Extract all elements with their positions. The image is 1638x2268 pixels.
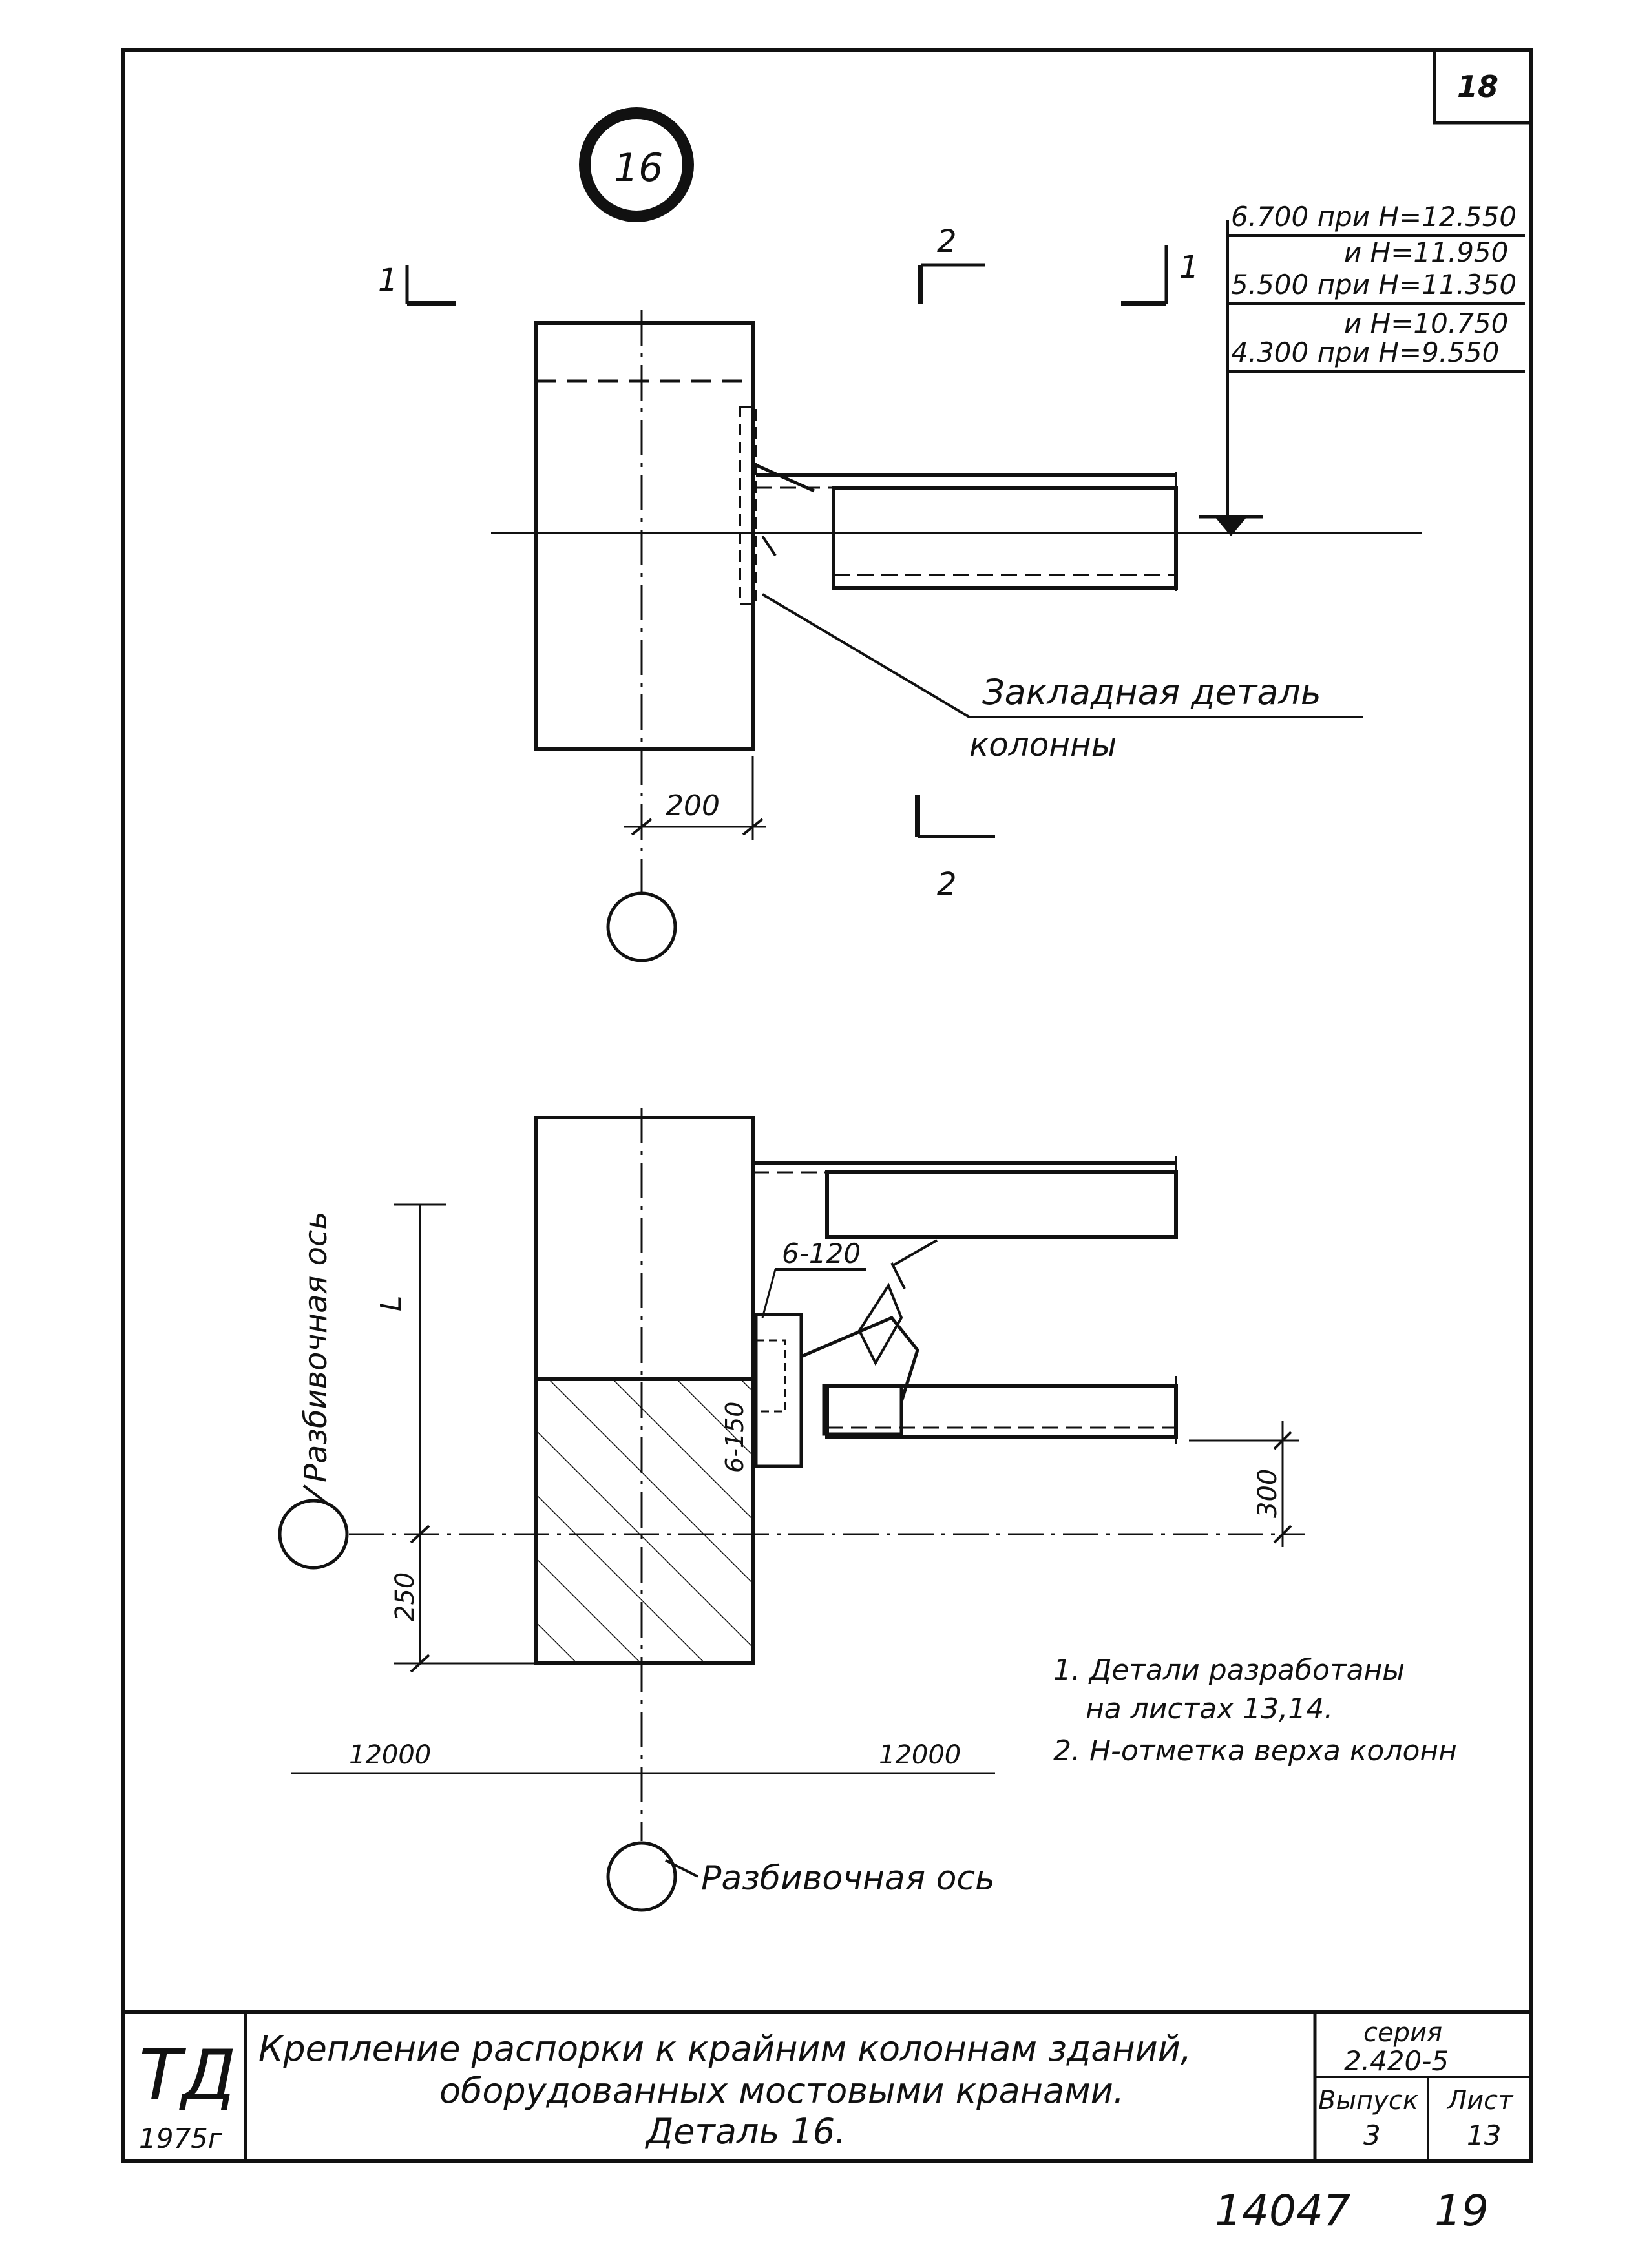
issue-value: 3: [1363, 2119, 1381, 2151]
bottom-axis-bubble: [606, 1841, 677, 1912]
sheet-frame: [121, 48, 1533, 2163]
section-cut-2-bottom: 2: [915, 795, 995, 902]
dim-L-text: L: [375, 1295, 408, 1311]
dim-200-text: 200: [666, 789, 720, 822]
title-block: ТД 1975г Крепление распорки к крайним ко…: [123, 2010, 1531, 2161]
dim-300-text: 300: [1253, 1469, 1283, 1518]
inventory-number: 14047: [1215, 2186, 1350, 2236]
sheet-value: 13: [1467, 2119, 1501, 2151]
elevation-row-3: 5.500 при Н=11.350: [1231, 269, 1517, 300]
notes: 1. Детали разработаны на листах 13,14. 2…: [1053, 1654, 1457, 1767]
sheet-number: 18: [1457, 69, 1498, 104]
detail-marker-number: 16: [614, 145, 663, 191]
page-number: 19: [1434, 2186, 1489, 2236]
cut-1-right-label: 1: [1179, 249, 1199, 286]
detail-marker: 16: [579, 107, 694, 222]
title-line-3: Деталь 16.: [645, 2111, 846, 2152]
cut-2-top-label: 2: [937, 224, 957, 260]
dim-12000-left-text: 12000: [349, 1740, 431, 1770]
plan-column: [534, 321, 755, 751]
section-cut-1-left: 1: [378, 262, 456, 306]
elevation-row-2: и Н=11.950: [1344, 236, 1508, 268]
dim-200: 200: [624, 756, 766, 840]
concrete-fill: [534, 1377, 755, 1665]
dim-L: L: [375, 1203, 446, 1663]
elevation-table: 6.700 при Н=12.550 и Н=11.950 5.500 при …: [1199, 201, 1525, 536]
note-2: 2. Н-отметка верха колонн: [1053, 1734, 1457, 1767]
left-axis-label: Разбивочная ось: [298, 1211, 334, 1483]
series-label: серия: [1363, 2018, 1442, 2048]
connection-plate: [754, 1313, 803, 1468]
dim-12000: 12000 12000: [291, 1740, 995, 1774]
left-axis-bubble: [278, 1499, 349, 1570]
title-line-2: оборудованных мостовыми кранами.: [439, 2070, 1124, 2111]
elevation-row-5: 4.300 при Н=9.550: [1231, 337, 1499, 368]
lower-strut: [825, 1384, 1178, 1439]
dim-12000-right-text: 12000: [879, 1740, 961, 1770]
plan-view: 1 1 2 2: [378, 224, 1422, 962]
sheet-label: Лист: [1446, 2086, 1514, 2116]
dim-300: 300: [1189, 1421, 1299, 1547]
elevation-row-1: 6.700 при Н=12.550: [1231, 201, 1517, 233]
note-1-cont: на листах 13,14.: [1086, 1692, 1333, 1725]
cut-1-left-label: 1: [378, 262, 398, 298]
dim-250: 250: [390, 1524, 536, 1673]
embedded-plate: [739, 406, 757, 605]
section-cut-2-top: 2: [918, 224, 985, 304]
bottom-axis-label: Разбивочная ось: [701, 1859, 995, 1898]
embedded-part-label-2: колонны: [969, 726, 1117, 764]
sheet-number-box: 18: [1433, 50, 1531, 125]
section-view: 6-120 6-150 L 250 300 Ра: [278, 1108, 1305, 1912]
embedded-part-leader: [761, 593, 1363, 718]
strut-channel: [832, 486, 1178, 590]
section-cut-1-right: 1: [1121, 245, 1199, 306]
issue-label: Выпуск: [1318, 2086, 1418, 2116]
title-line-1: Крепление распорки к крайним колоннам зд…: [258, 2028, 1192, 2069]
weld-label-6-120: 6-120: [782, 1238, 861, 1269]
level-marker-icon: [1215, 517, 1247, 536]
year: 1975г: [139, 2123, 223, 2154]
logo: ТД: [139, 2035, 236, 2116]
plan-axis-bubble: [606, 891, 677, 962]
note-1: 1. Детали разработаны: [1053, 1654, 1405, 1687]
elevation-row-4: и Н=10.750: [1344, 307, 1508, 339]
cut-2-bottom-label: 2: [937, 866, 957, 902]
embedded-part-label-1: Закладная деталь: [982, 672, 1321, 713]
dim-250-text: 250: [390, 1572, 420, 1621]
weld-label-6-150: 6-150: [720, 1402, 749, 1473]
series-value: 2.420-5: [1344, 2045, 1449, 2077]
